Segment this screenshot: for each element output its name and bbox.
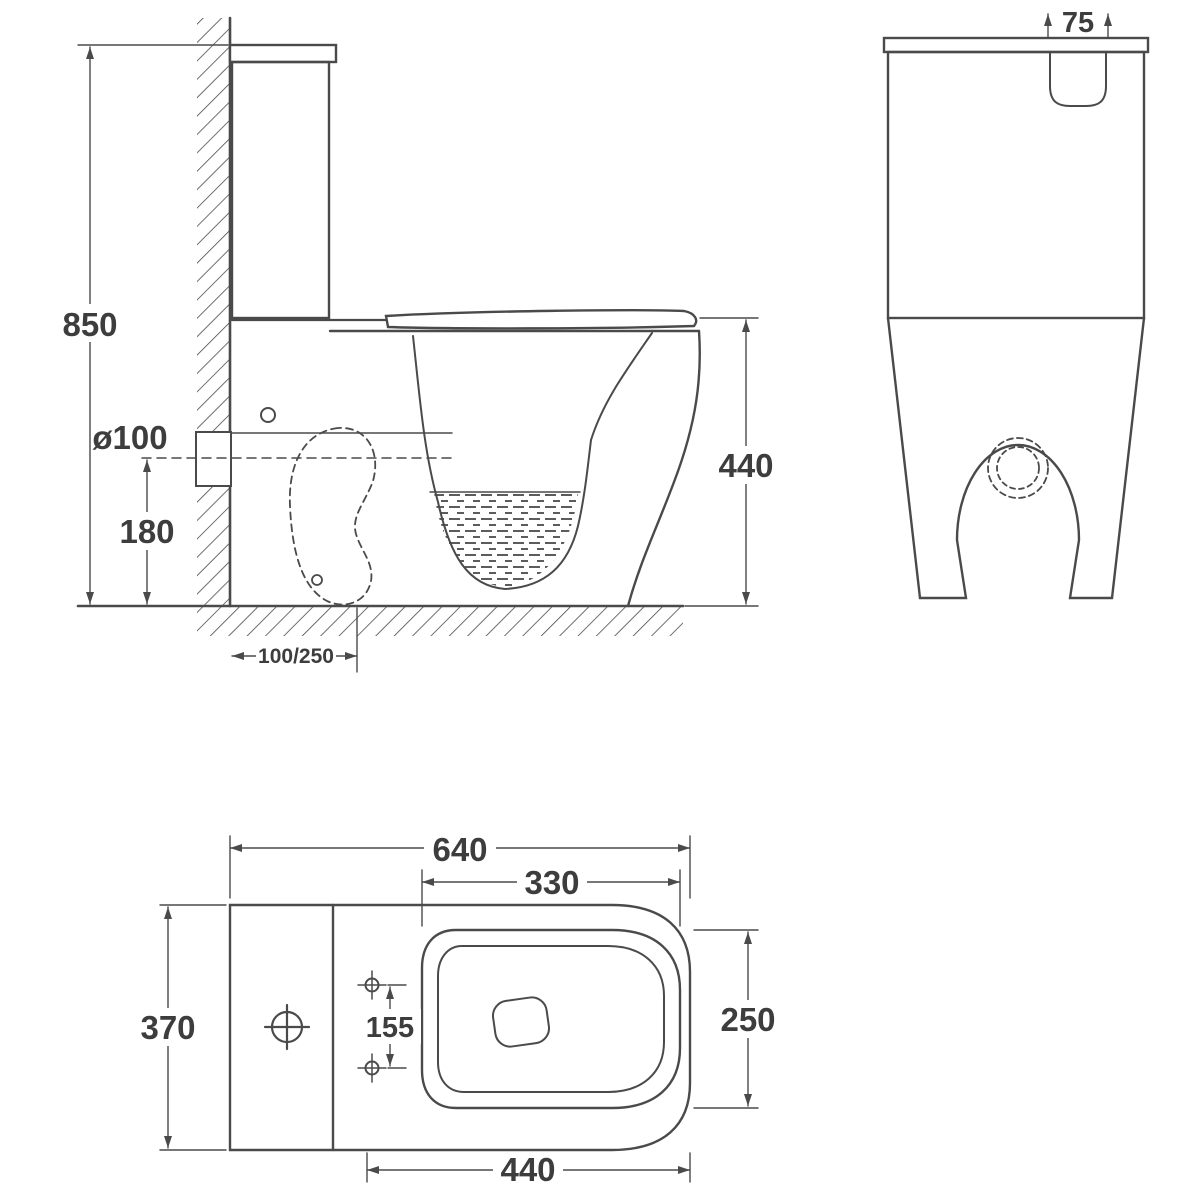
cistern-side <box>230 60 331 320</box>
front-view <box>882 36 1150 600</box>
water-fill <box>434 492 578 587</box>
dim-pan-length-440: 440 <box>500 1151 555 1188</box>
wall-hatch <box>197 18 230 606</box>
fixing-bolt <box>311 574 323 586</box>
dim-inlet-height-180: 180 <box>119 513 174 550</box>
dim-opening-width-250: 250 <box>720 1001 775 1038</box>
trap-circle-inner <box>996 446 1040 490</box>
dim-button-width-75: 75 <box>1062 7 1094 39</box>
bowl-outer-profile <box>626 329 701 608</box>
bowl-inner-back <box>590 332 653 441</box>
flush-button-recess <box>1049 51 1107 107</box>
inlet-pipe <box>195 431 232 487</box>
cistern-lid-side <box>228 43 338 64</box>
seat-opening-outer <box>420 928 682 1110</box>
drawing-linework <box>58 13 1150 1188</box>
seat-opening-inner <box>437 945 665 1093</box>
pedestal-front <box>886 316 1146 600</box>
dim-opening-length-330: 330 <box>524 864 579 901</box>
dim-overall-length-640: 640 <box>432 831 487 868</box>
cistern-front <box>886 50 1146 320</box>
dim-outlet-setout: 100/250 <box>258 645 334 668</box>
dim-inlet-diameter: ø100 <box>92 419 167 456</box>
top-view <box>228 903 692 1152</box>
trap-outline <box>289 427 377 606</box>
dim-overall-width-370: 370 <box>140 1009 195 1046</box>
dim-pan-height-440: 440 <box>718 447 773 484</box>
floor-hatch <box>197 606 683 636</box>
dimension-labels: 850 ø100 180 100/250 440 75 640 330 370 … <box>62 7 1094 1188</box>
bowl-inner-front <box>412 335 592 591</box>
hinge-hole-top <box>357 970 387 1000</box>
pan-outline-top <box>228 903 692 1152</box>
label-backgrounds <box>58 304 782 1188</box>
dim-total-height-850: 850 <box>62 306 117 343</box>
flush-jet <box>492 996 550 1048</box>
toilet-seat-side <box>384 309 698 330</box>
trap-circle-outer <box>987 437 1049 499</box>
supply-hole <box>260 407 276 423</box>
side-view <box>76 16 701 636</box>
cistern-lid-front <box>882 36 1150 54</box>
dim-hinge-spacing-155: 155 <box>366 1012 414 1044</box>
hinge-hole-bottom <box>357 1053 387 1083</box>
